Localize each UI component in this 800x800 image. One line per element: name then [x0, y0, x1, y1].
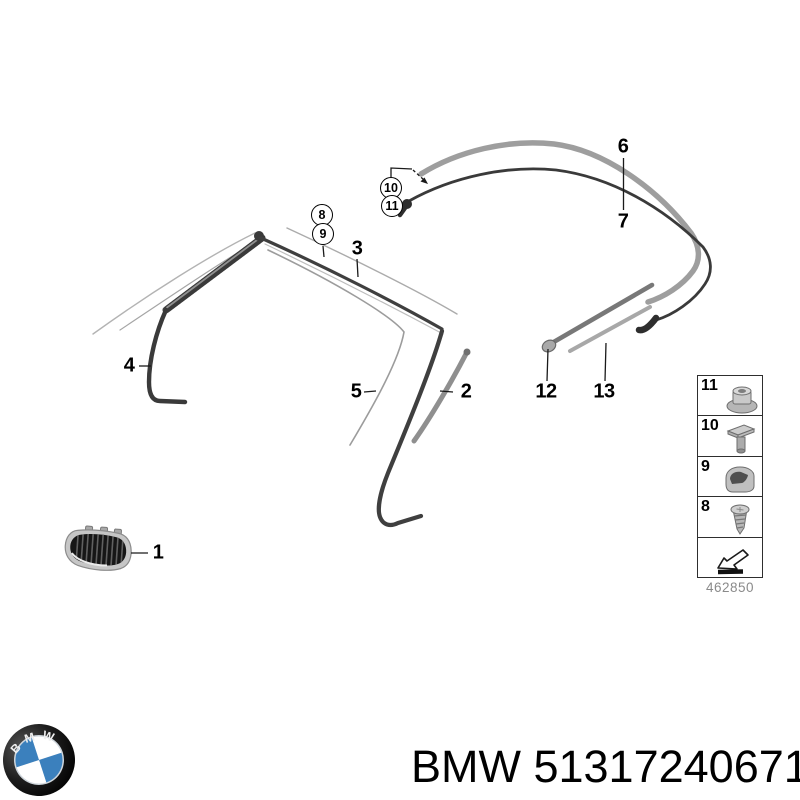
callout-4: 4: [123, 354, 135, 377]
front-windshield-frame-art: [92, 227, 471, 528]
leader-lines: [131, 158, 625, 554]
legend-row-11: 11: [698, 376, 762, 417]
callout-3: 3: [351, 237, 363, 260]
legend-row-10: 10: [698, 416, 762, 457]
callout-6: 6: [617, 135, 629, 158]
legend-number: 11: [701, 377, 718, 394]
callout-11-circled: 11: [381, 195, 403, 217]
cage-clip-icon: [725, 466, 755, 493]
legend-number: 9: [701, 457, 710, 475]
t-head-rivet-icon: [726, 424, 756, 454]
legend-row-8: 8: [698, 497, 762, 538]
callout-13: 13: [593, 380, 615, 403]
fastener-legend: 11 10 9 8: [697, 375, 763, 578]
legend-number: 8: [701, 498, 710, 516]
legend-number: 10: [701, 417, 719, 435]
callout-5: 5: [350, 380, 362, 403]
bmw-logo: BMW: [3, 722, 75, 796]
callout-12: 12: [535, 380, 557, 403]
direction-arrow-icon: [717, 549, 749, 575]
callout-2: 2: [460, 380, 472, 403]
part-number-text: BMW 51317240671: [411, 741, 800, 792]
callout-7: 7: [617, 210, 629, 233]
callout-9-circled: 9: [312, 223, 334, 245]
rear-window-frame-art: [397, 140, 712, 334]
tapping-screw-icon: [730, 504, 750, 535]
callout-8-circled: 8: [311, 204, 333, 226]
kidney-grille-art: [64, 525, 132, 571]
drawing-number: 462850: [705, 580, 755, 595]
callout-1: 1: [152, 541, 164, 564]
flange-nut-icon: [726, 386, 758, 414]
callout-10-circled: 10: [380, 177, 402, 199]
side-trim-strips-art: [541, 282, 655, 353]
legend-row-direction: [698, 538, 762, 577]
legend-row-9: 9: [698, 457, 762, 498]
